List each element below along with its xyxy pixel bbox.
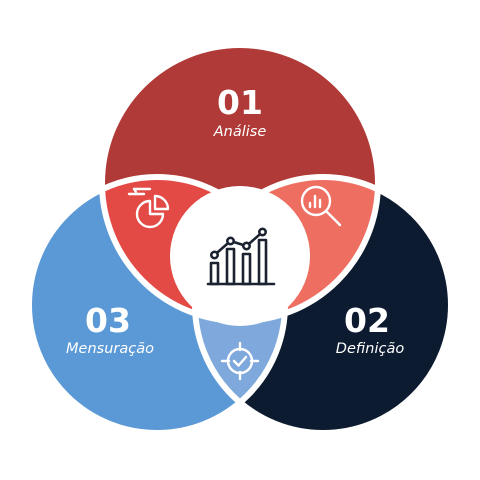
- bar-line-chart-icon: [206, 227, 276, 286]
- pie-chart-icon: [127, 187, 170, 229]
- target-check-icon: [220, 341, 260, 381]
- step-number-left: 03: [85, 301, 131, 340]
- center-circle: [170, 186, 310, 326]
- step-label-right: Definição: [336, 341, 405, 357]
- step-label-top: Análise: [213, 124, 267, 140]
- step-label-left: Mensuração: [66, 341, 154, 357]
- magnifier-chart-icon: [300, 185, 342, 227]
- step-number-top: 01: [217, 83, 263, 122]
- step-number-right: 02: [344, 301, 390, 340]
